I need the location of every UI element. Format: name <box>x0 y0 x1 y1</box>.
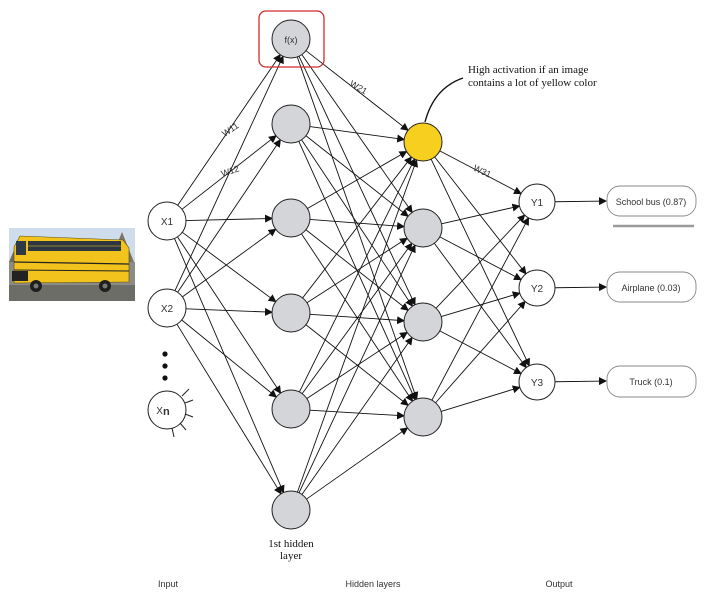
connection-arrow <box>554 197 608 206</box>
connection-arrow <box>185 214 274 223</box>
connection-arrow <box>441 203 521 225</box>
connection-arrow <box>301 242 413 394</box>
connection-arrow <box>554 283 608 292</box>
hidden-node <box>271 104 311 144</box>
connection-arrow <box>441 291 521 318</box>
connection-arrow <box>435 300 526 404</box>
connection-arrow <box>435 214 526 309</box>
connection-arrow <box>299 158 416 393</box>
hidden-node <box>403 208 443 248</box>
connection-arrow <box>306 427 409 500</box>
connection-arrow <box>439 150 522 195</box>
output-labels: School bus (0.87) Airplane (0.03) Truck … <box>606 185 697 398</box>
section-label-hidden: Hidden layers <box>345 579 401 589</box>
annotation-pointer <box>424 77 464 123</box>
connection-arrow <box>309 126 406 143</box>
connection-arrow <box>441 385 521 412</box>
connection-arrow <box>177 138 281 293</box>
connection-arrow <box>174 238 285 494</box>
connection-arrow <box>433 243 527 369</box>
hidden-node-active <box>403 122 443 162</box>
connection-arrow <box>306 237 408 304</box>
connection-arrow <box>309 218 406 231</box>
connection-arrow <box>301 54 413 214</box>
connection-arrow <box>431 217 530 401</box>
connection-arrow <box>182 228 277 298</box>
connection-arrow <box>181 319 278 398</box>
connection-arrow <box>181 231 277 303</box>
connection-arrow <box>305 135 409 217</box>
output-node-y3 <box>518 363 556 401</box>
input-layer: X1 X2 Xn <box>147 201 194 438</box>
connections <box>174 50 608 500</box>
connection-arrow <box>554 377 608 386</box>
hidden-node <box>403 302 443 342</box>
connection-arrow <box>430 158 530 367</box>
weight-labels: W11 W12 W21 W31 <box>220 78 493 179</box>
output-layer: Y1 Y2 Y3 <box>518 183 556 401</box>
hidden-layer-label-2: layer <box>280 550 302 562</box>
connection-arrow <box>439 236 522 281</box>
section-label-input: Input <box>158 579 179 589</box>
connection-arrow <box>185 307 274 316</box>
output-pill-label: Airplane (0.03) <box>621 283 680 293</box>
hidden-layer-1: f(x) <box>271 19 311 530</box>
input-node-x1 <box>147 201 187 241</box>
connection-arrow <box>306 331 408 399</box>
connection-arrow <box>177 236 282 394</box>
weight-label-w31: W31 <box>472 163 493 180</box>
connection-arrow <box>174 55 284 291</box>
weight-label-w11: W11 <box>220 120 240 138</box>
annotation: High activation if an image contains a l… <box>424 64 597 123</box>
connection-arrow <box>302 156 413 299</box>
input-node-x1-label: X1 <box>161 217 174 228</box>
section-label-output: Output <box>545 579 573 589</box>
output-pill <box>606 365 697 398</box>
input-node-xn <box>147 390 187 430</box>
annotation-line-1: High activation if an image <box>468 64 588 76</box>
hidden-node-fx <box>271 19 311 59</box>
hidden-layer-label-1: 1st hidden <box>268 538 314 550</box>
hidden-node <box>271 490 311 530</box>
connection-arrow <box>434 156 527 275</box>
hidden-node <box>271 198 311 238</box>
annotation-line-2: contains a lot of yellow color <box>468 77 597 89</box>
output-node-y3-label: Y3 <box>531 378 544 389</box>
school-bus-photo <box>9 228 135 301</box>
hidden-layer-2 <box>403 122 443 437</box>
connection-arrow <box>176 323 282 495</box>
output-node-y1-label: Y1 <box>531 198 544 209</box>
output-node-y1 <box>518 183 556 221</box>
output-pill <box>606 185 697 217</box>
connection-arrow <box>177 53 281 206</box>
connection-arrow <box>298 244 416 493</box>
weight-label-w21: W21 <box>348 78 369 96</box>
fx-label: f(x) <box>285 35 298 45</box>
input-node-xn-label: Xn <box>156 406 170 418</box>
output-pill-label: School bus (0.87) <box>616 197 687 207</box>
output-node-y2 <box>518 269 556 307</box>
ellipsis-dot <box>162 375 168 381</box>
weight-label-w12: W12 <box>220 164 241 179</box>
output-pill <box>606 271 697 303</box>
connection-arrow <box>309 313 406 325</box>
input-node-x2 <box>147 288 187 328</box>
connection-arrow <box>296 158 418 493</box>
input-node-x2-label: X2 <box>161 304 174 315</box>
hidden-node <box>271 389 311 429</box>
connection-arrow <box>307 150 408 209</box>
connection-arrow <box>301 336 413 495</box>
hidden-node <box>271 293 311 333</box>
ellipsis-dot <box>162 363 168 369</box>
ellipsis-dot <box>162 351 168 357</box>
output-pill-label: Truck (0.1) <box>629 377 672 387</box>
connection-arrow <box>309 409 406 420</box>
output-node-y2-label: Y2 <box>531 284 544 295</box>
hidden-node <box>403 397 443 437</box>
highlight-box <box>258 10 325 68</box>
